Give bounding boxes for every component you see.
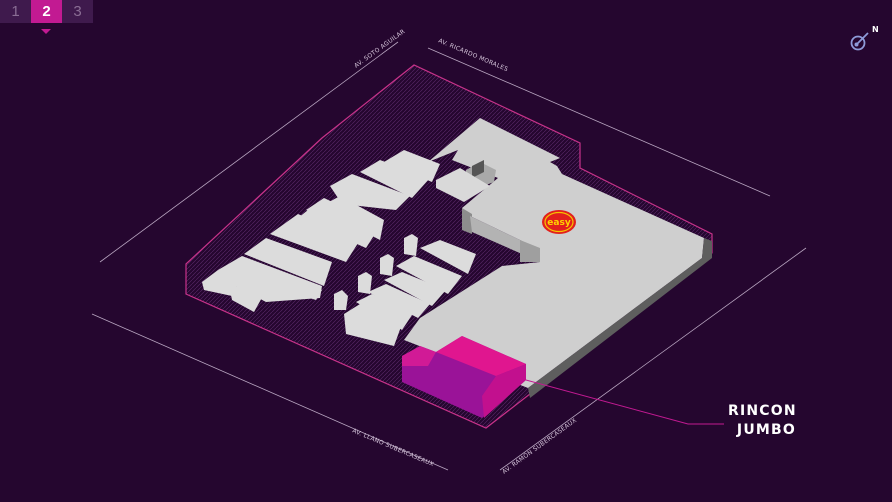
floor-tab-3[interactable]: 3 [62, 0, 93, 23]
anchor-building [404, 118, 712, 398]
street-line-ricardo-morales [427, 47, 771, 197]
easy-logo-text: easy [547, 218, 571, 228]
active-floor-indicator [41, 29, 51, 34]
easy-logo-icon[interactable]: easy [542, 210, 576, 234]
street-label-ramon-subercaseaux: AV. RAMÓN SUBERCASEAUX [501, 417, 578, 476]
street-label-soto-aguilar: AV. SOTO AGUILAR [353, 28, 407, 70]
jumbo-store-highlight[interactable] [402, 336, 526, 418]
floor-selector: 1 2 3 [0, 0, 93, 23]
street-line-soto-aguilar [99, 41, 399, 263]
shop-blocks [202, 150, 476, 346]
floor-tab-1[interactable]: 1 [0, 0, 31, 23]
store-label-line2: JUMBO [736, 422, 796, 438]
store-label-rincon-jumbo[interactable]: RINCON JUMBO [728, 402, 796, 440]
street-line-llano-subercaseaux [91, 313, 449, 471]
store-label-line1: RINCON [728, 403, 797, 419]
street-line-ramon-subercaseaux [499, 247, 807, 471]
street-label-llano-subercaseaux: AV. LLANO SUBERCASEAUX [351, 427, 435, 468]
floor-tab-2[interactable]: 2 [31, 0, 62, 23]
compass-north-label: N [872, 25, 879, 34]
store-leader-line [525, 379, 724, 425]
compass-icon: N [850, 25, 879, 51]
